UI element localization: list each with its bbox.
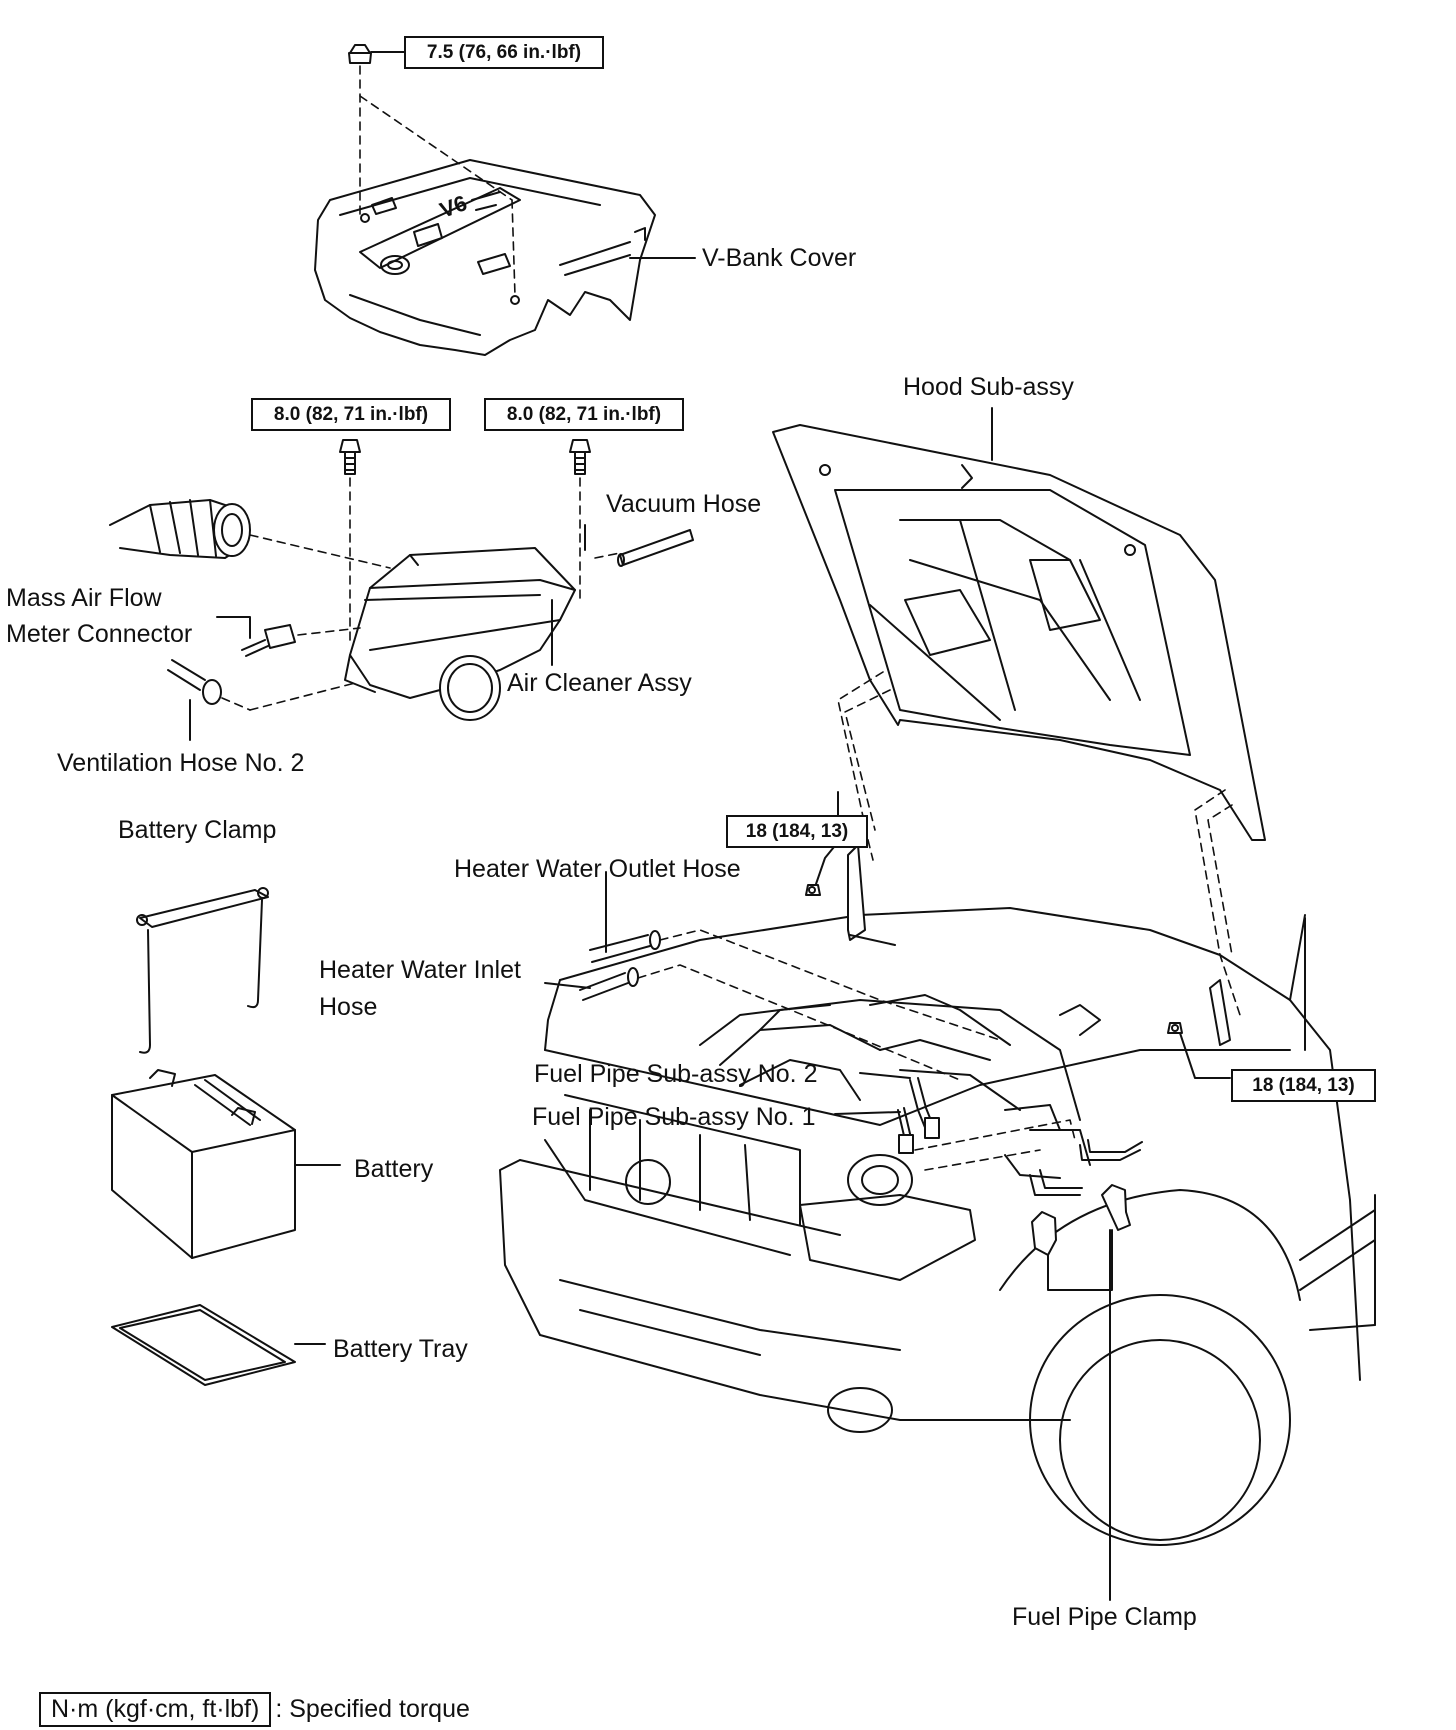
label-battery-clamp: Battery Clamp xyxy=(118,816,277,844)
air-intake-hose xyxy=(109,499,251,559)
torque-air-cleaner-bolt-left: 8.0 (82, 71 in.·lbf) xyxy=(251,398,451,431)
air-cleaner-part xyxy=(344,547,576,721)
fuel-pipe-clamp-parts xyxy=(1031,1184,1131,1601)
v-bank-cover-part xyxy=(314,159,656,356)
label-vacuum-hose: Vacuum Hose xyxy=(606,490,762,518)
legend-description: : Specified torque xyxy=(275,1695,470,1723)
air-cleaner-leaders xyxy=(221,477,621,711)
fuel-pipe-leaders xyxy=(914,1119,1076,1171)
fuel-pipe-no2-part xyxy=(909,1077,940,1139)
engine-bay xyxy=(699,994,1101,1206)
hood-part xyxy=(772,424,1266,841)
label-fuel-pipe-no2: Fuel Pipe Sub-assy No. 2 xyxy=(534,1060,818,1088)
battery-tray-part xyxy=(111,1304,296,1386)
v-bank-nut xyxy=(348,44,405,64)
label-fuel-pipe-no1: Fuel Pipe Sub-assy No. 1 xyxy=(532,1103,816,1131)
hood-bolt-right xyxy=(1167,1022,1183,1034)
hood-hinge-right xyxy=(1209,979,1231,1046)
torque-air-cleaner-bolt-right: 8.0 (82, 71 in.·lbf) xyxy=(484,398,684,431)
heater-hose-leaders xyxy=(637,929,1001,1081)
label-ventilation-hose: Ventilation Hose No. 2 xyxy=(57,749,305,777)
label-heater-inlet-hose-line2: Hose xyxy=(319,993,378,1021)
label-air-cleaner-assy: Air Cleaner Assy xyxy=(507,669,692,697)
torque-hood-bolt-right: 18 (184, 13) xyxy=(1231,1069,1376,1102)
torque-hood-bolt-left: 18 (184, 13) xyxy=(726,815,868,848)
vacuum-hose-part xyxy=(617,529,694,567)
legend-unit-box: N·m (kgf·cm, ft·lbf) xyxy=(39,1692,272,1727)
hood-hinge-left xyxy=(847,844,896,946)
label-hood-sub-assy: Hood Sub-assy xyxy=(903,373,1074,401)
label-battery-tray: Battery Tray xyxy=(333,1335,468,1363)
air-cleaner-bolts xyxy=(339,439,591,475)
heater-water-outlet-hose-part xyxy=(589,930,661,963)
truck-body xyxy=(499,907,1376,1546)
hood-hinge-leaders xyxy=(837,671,1241,1016)
battery-part xyxy=(111,1069,296,1259)
label-mass-air-flow-line2: Meter Connector xyxy=(6,620,193,648)
torque-v-bank-nut: 7.5 (76, 66 in.·lbf) xyxy=(404,36,604,69)
label-heater-outlet-hose: Heater Water Outlet Hose xyxy=(454,855,741,883)
fuel-pipe-lines xyxy=(1029,1139,1143,1196)
label-heater-inlet-hose-line1: Heater Water Inlet xyxy=(319,956,521,984)
v-bank-leaders xyxy=(359,65,516,297)
label-battery: Battery xyxy=(354,1155,434,1183)
mass-air-flow-connector-part xyxy=(241,624,296,657)
label-mass-air-flow-line1: Mass Air Flow xyxy=(6,584,162,612)
ventilation-hose-part xyxy=(167,659,222,741)
torque-legend: N·m (kgf·cm, ft·lbf): Specified torque xyxy=(39,1692,470,1727)
battery-clamp-part xyxy=(136,887,269,1054)
label-v-bank-cover: V-Bank Cover xyxy=(702,244,857,272)
label-fuel-pipe-clamp: Fuel Pipe Clamp xyxy=(1012,1603,1197,1631)
fuel-pipe-no1-part xyxy=(897,1107,914,1154)
hood-bolt-left xyxy=(805,884,821,896)
